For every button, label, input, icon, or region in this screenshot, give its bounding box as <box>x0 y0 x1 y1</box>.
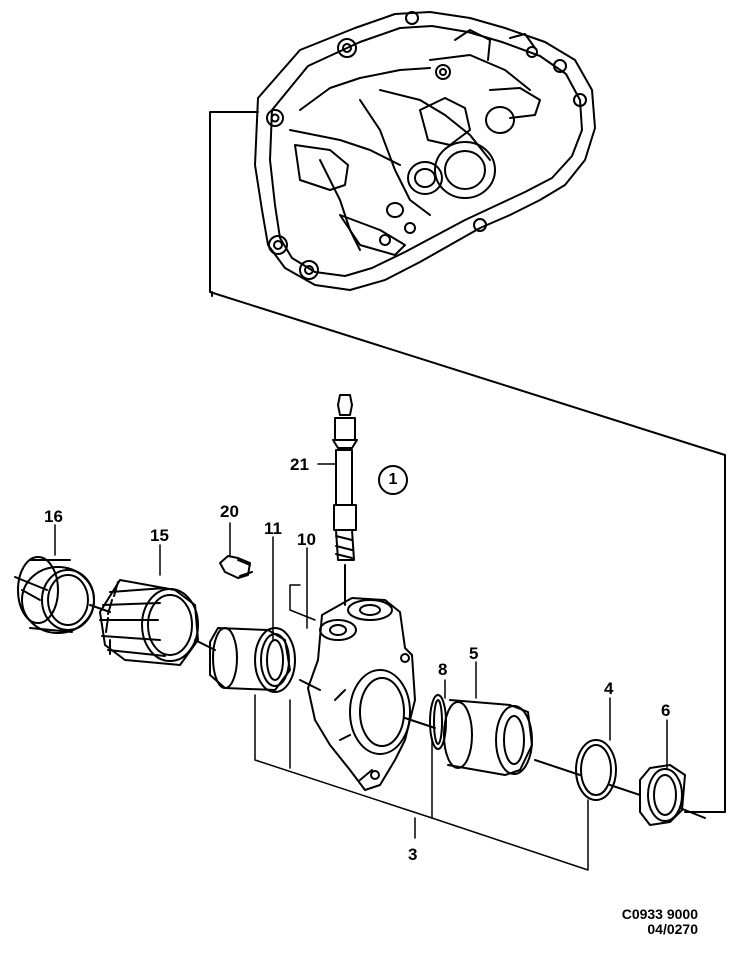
part-21-bleed-pipe <box>332 394 358 606</box>
callout-1-circle: 1 <box>378 465 408 495</box>
gearbox-housing <box>254 11 596 291</box>
drawing-code-line2: 04/0270 <box>647 921 698 938</box>
part-5-piston <box>443 699 533 776</box>
part-4-ring <box>575 739 617 801</box>
callout-1: 1 <box>388 471 398 488</box>
callout-6: 6 <box>661 701 671 720</box>
callout-5: 5 <box>469 644 479 663</box>
part-11-sleeve <box>209 627 296 693</box>
part-6-seal <box>639 764 686 826</box>
drawing-code: C0933 9000 04/0270 <box>580 906 698 938</box>
callout-15: 15 <box>150 526 169 545</box>
callout-8: 8 <box>438 660 448 679</box>
part-16-seal <box>17 556 95 634</box>
drawing-code-line1: C0933 9000 <box>621 906 698 922</box>
callout-10: 10 <box>297 530 316 549</box>
callout-4: 4 <box>604 679 614 698</box>
callout-21: 21 <box>290 455 309 474</box>
assembly-leader-lines <box>209 111 726 813</box>
callout-20: 20 <box>220 502 239 521</box>
part-20-bolt <box>219 555 253 579</box>
slave-cylinder-body <box>307 597 416 791</box>
part-15-bellows <box>99 579 199 666</box>
callout-11: 11 <box>264 519 282 538</box>
callout-3: 3 <box>408 845 418 864</box>
callout-leaders <box>54 463 668 871</box>
callout-16: 16 <box>44 507 63 526</box>
